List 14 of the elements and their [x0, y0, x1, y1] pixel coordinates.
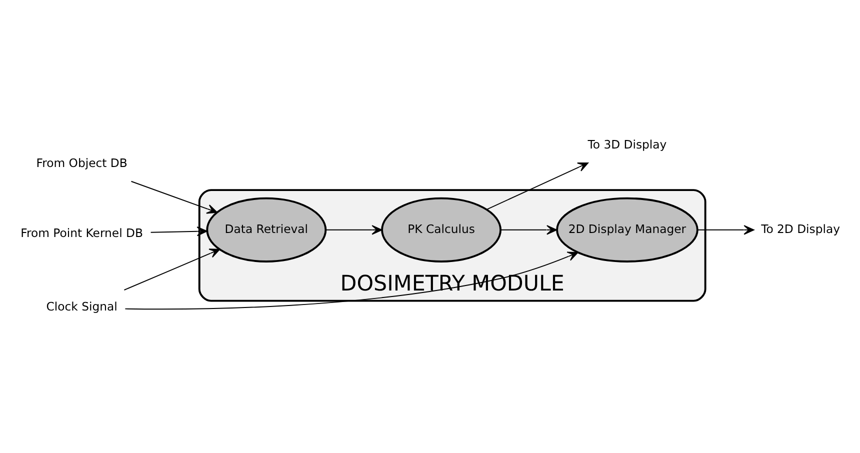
arrow	[124, 252, 578, 310]
arrow	[150, 226, 208, 236]
node-ellipse: PK Calculus	[381, 197, 502, 262]
node-text: To 3D Display	[588, 137, 667, 152]
arrow	[130, 180, 218, 214]
node-text: From Point Kernel DB	[20, 226, 143, 240]
arrow	[486, 162, 589, 210]
arrow	[325, 225, 382, 235]
node-text: To 2D Display	[761, 222, 840, 236]
node-text: From Object DB	[36, 156, 128, 170]
node-text: Clock Signal	[46, 300, 118, 314]
arrow	[500, 225, 558, 235]
arrow	[124, 248, 220, 290]
arrow	[697, 225, 754, 235]
